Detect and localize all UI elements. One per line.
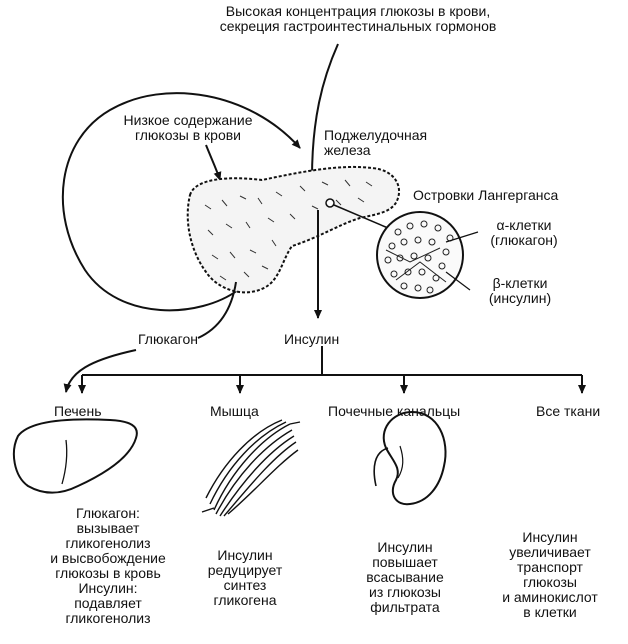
target-all-label: Все ткани [536,403,601,419]
beta-cells-label: β-клетки (инсулин) [470,276,570,306]
muscle-effect-line: гликогена [213,592,277,608]
low-glucose-label: Низкое содержание глюкозы в крови [118,113,258,143]
top-caption-line2: секреция гастроинтестинальных гормонов [219,18,497,34]
liver-effect-line: вызывает [76,520,140,536]
pancreas-shape [186,165,400,294]
all-effect-line: транспорт [517,559,583,575]
kidney-shape [382,410,447,506]
all-effect-line: Инсулин [522,529,578,545]
all-effect-line: и аминокислот [502,589,598,605]
liver-effect-line: и высвобождение [50,550,166,566]
pancreas-line2: железа [324,142,371,158]
glucagon-to-liver-arrow [63,349,137,393]
liver-detail [61,439,68,485]
insulin-label: Инсулин [284,331,340,347]
all-tissues-effect: Инсулин увеличивает транспорт глюкозы и … [490,530,610,620]
islet-pointer [333,204,389,229]
all-effect-line: глюкозы [523,574,577,590]
muscle-effect-line: синтез [223,577,267,593]
kidney-effect: Инсулин повышает всасывание из глюкозы ф… [350,540,460,615]
low-glucose-arrow [205,144,222,181]
low-glucose-line1: Низкое содержание [123,112,253,128]
kidney-effect-line: из глюкозы [369,584,441,600]
alpha-pointer [445,231,479,243]
muscle-shape [201,419,301,517]
islets-title: Островки Лангерганса [413,187,559,203]
pancreas-label: Поджелудочная железа [324,128,444,158]
high-glucose-arrow [308,43,339,179]
islet-cells [384,220,454,294]
kidney-effect-line: фильтрата [370,599,440,615]
islet-spot [325,198,335,208]
target-liver-label: Печень [54,403,102,419]
kidney-ureter [373,447,389,487]
muscle-effect-line: Инсулин [217,547,273,563]
all-effect-line: в клетки [523,604,577,620]
target-muscle-label: Мышца [210,403,259,419]
liver-effect-line: Инсулин: [78,580,138,596]
liver-effect-line: подавляет [74,595,142,611]
kidney-effect-line: повышает [372,554,438,570]
beta-line2: (инсулин) [488,290,552,306]
islet-circle [376,211,464,299]
muscle-effect: Инсулин редуцирует синтез гликогена [190,548,300,608]
liver-effect-line: гликогенолиз [65,610,151,626]
alpha-line2: (глюкагон) [490,232,558,248]
top-caption: Высокая концентрация глюкозы в крови, се… [186,4,530,34]
liver-effect: Глюкагон: вызывает гликогенолиз и высвоб… [40,506,176,626]
liver-effect-line: Глюкагон: [76,505,140,521]
beta-line1: β-клетки [492,275,548,291]
kidney-effect-line: Инсулин [377,539,433,555]
low-glucose-line2: глюкозы в крови [134,127,242,143]
liver-effect-line: глюкозы в кровь [55,565,161,581]
liver-effect-line: гликогенолиз [65,535,151,551]
glucagon-arrow [197,281,237,339]
target-kidney-label: Почечные канальцы [328,403,461,419]
alpha-line1: α-клетки [496,217,552,233]
kidney-effect-line: всасывание [366,569,444,585]
top-caption-line1: Высокая концентрация глюкозы в крови, [225,3,491,19]
glucagon-label: Глюкагон [138,331,198,347]
pancreas-line1: Поджелудочная [324,127,428,143]
kidney-inner [397,445,404,479]
muscle-effect-line: редуцирует [207,562,283,578]
pancreas-texture [204,179,373,281]
liver-shape [12,418,138,494]
feedback-loop-curve [61,92,301,312]
beta-pointer [445,271,471,291]
alpha-cells-label: α-клетки (глюкагон) [474,218,574,248]
all-effect-line: увеличивает [509,544,591,560]
